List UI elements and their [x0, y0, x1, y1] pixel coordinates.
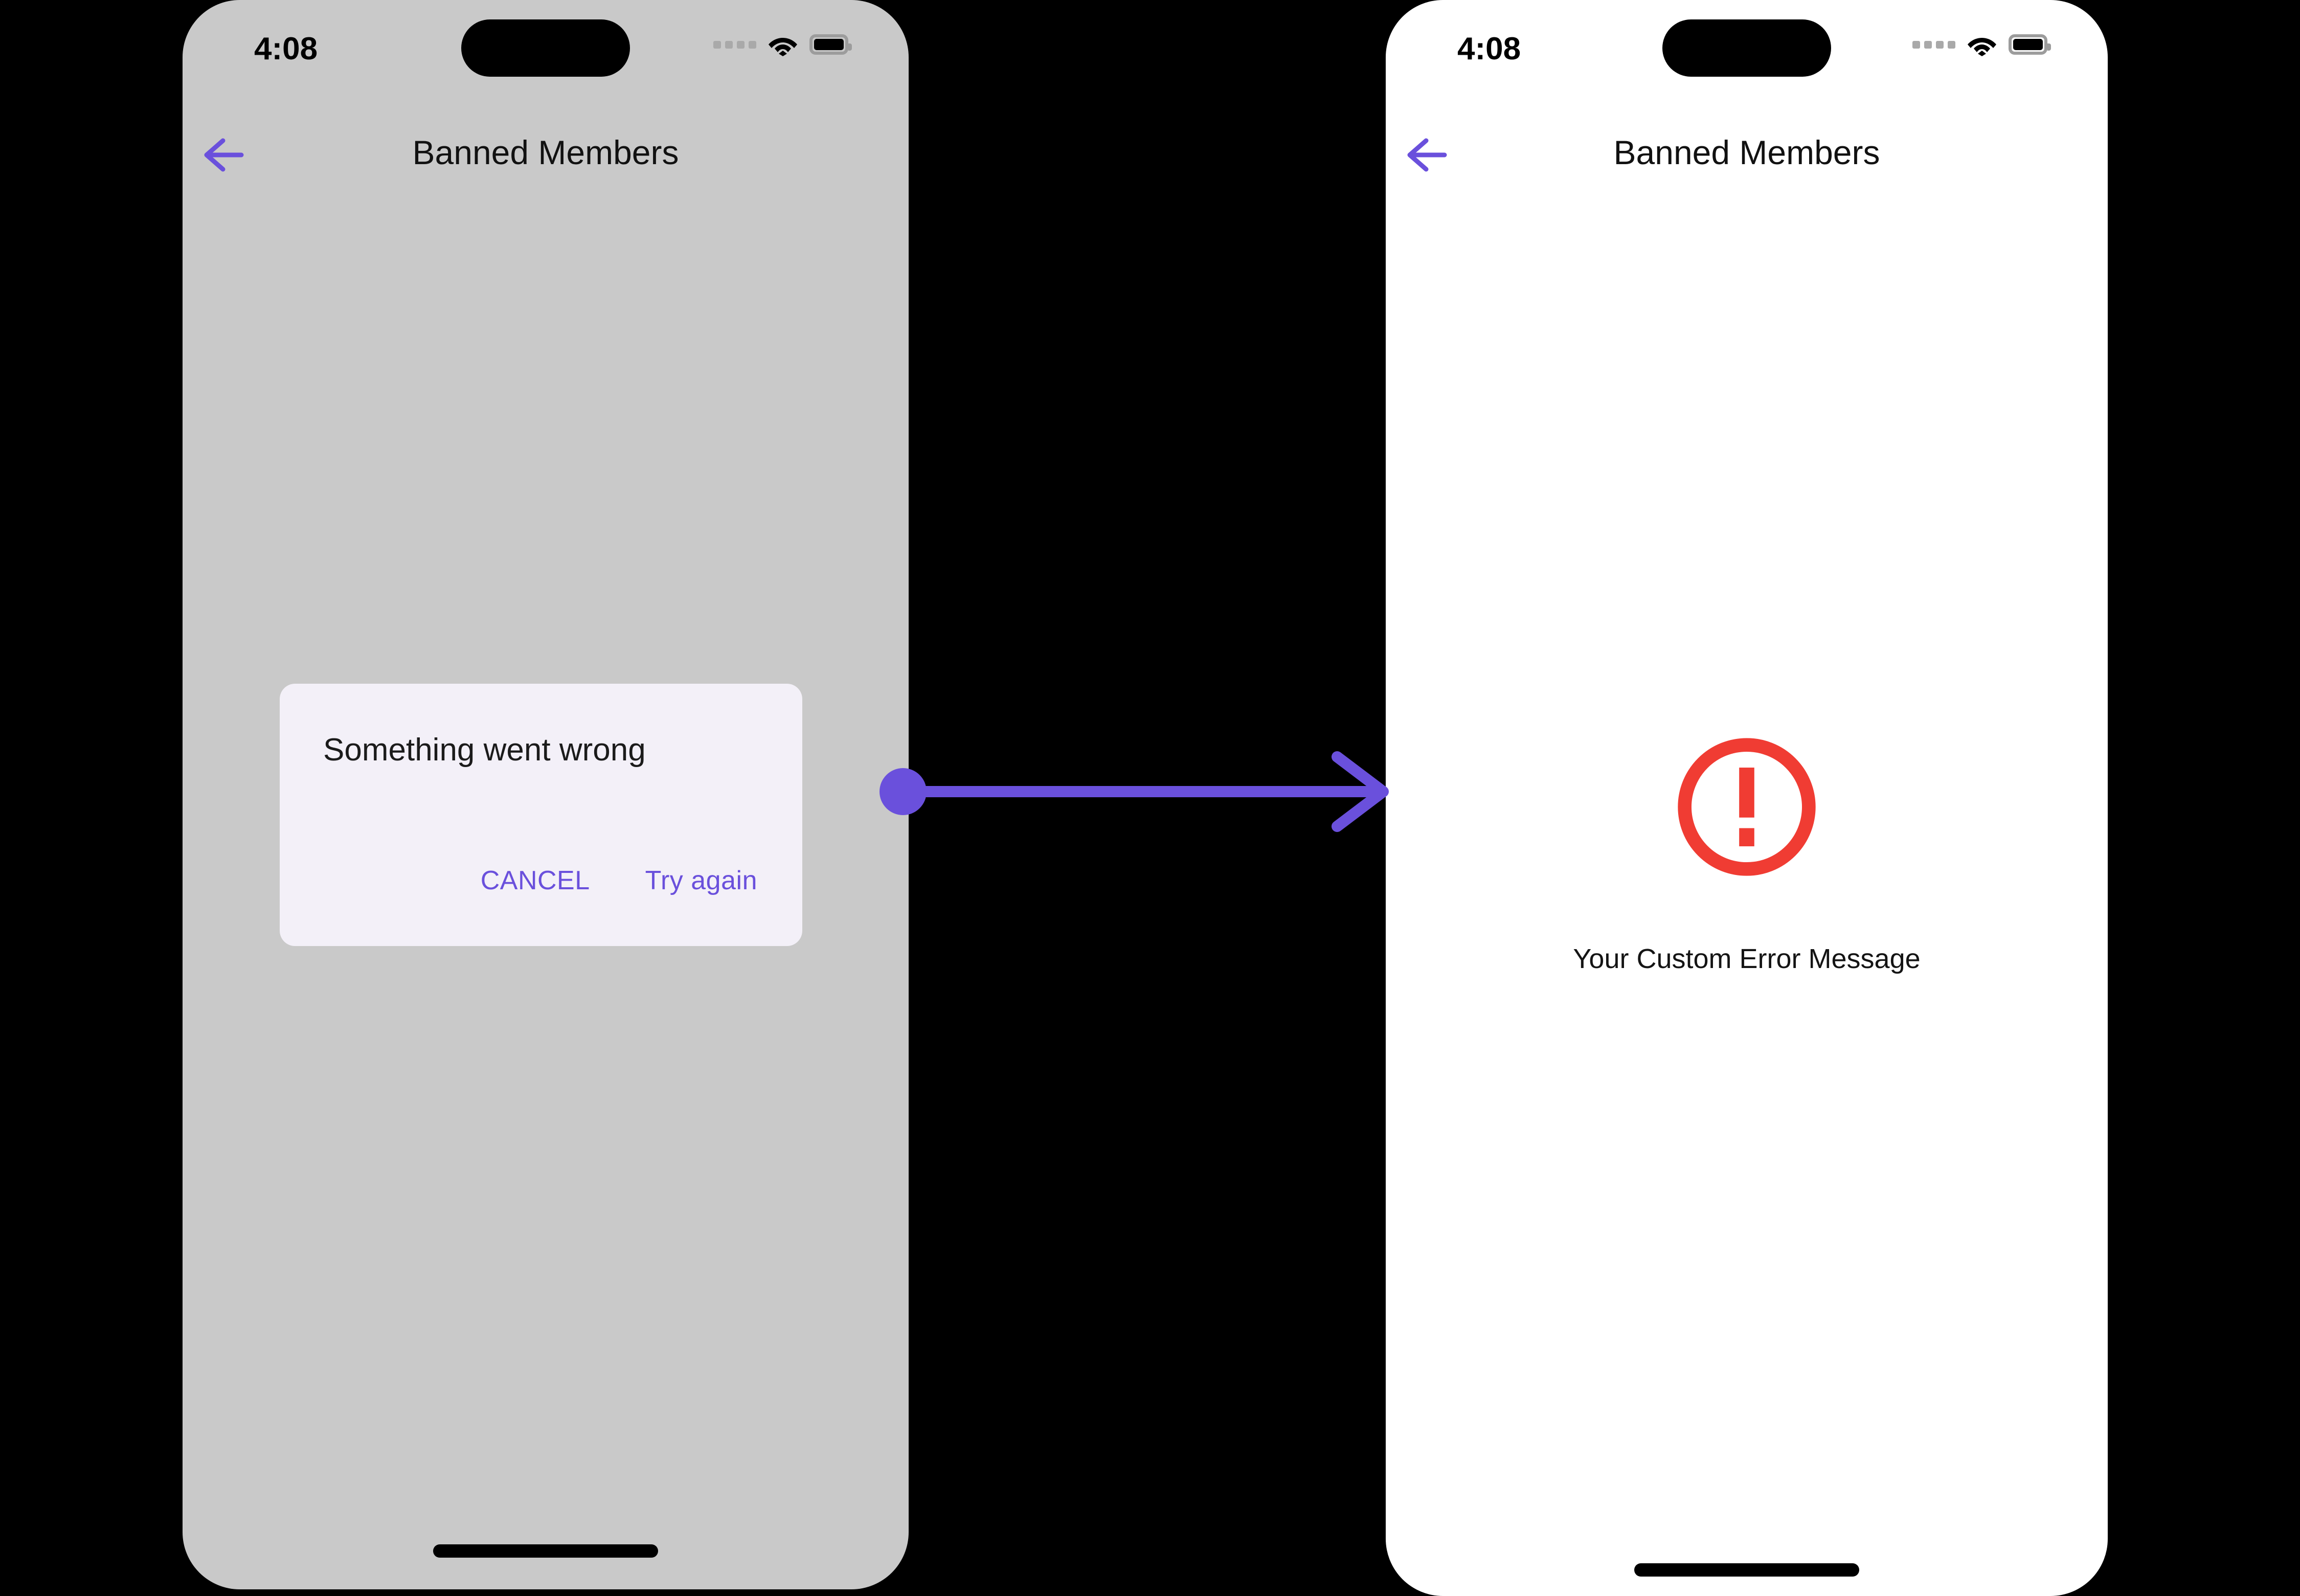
cellular-signal-icon	[713, 40, 756, 49]
dialog-title: Something went wrong	[323, 732, 646, 768]
back-arrow-icon[interactable]	[195, 127, 252, 183]
custom-error-state: Your Custom Error Message	[1386, 731, 2108, 975]
wifi-icon	[768, 33, 798, 56]
status-time: 4:08	[1457, 31, 1521, 66]
phone-screen-after: 4:08 Banned Members	[1386, 0, 2108, 1596]
chevron-arrowhead-icon	[1332, 751, 1389, 832]
phone-screen-before: 4:08 Banned Members Somethin	[183, 0, 909, 1589]
error-message: Your Custom Error Message	[1573, 943, 1921, 974]
dialog-actions: CANCEL Try again	[481, 865, 757, 896]
error-dialog: Something went wrong CANCEL Try again	[280, 684, 802, 946]
status-bar-after: 4:08	[1386, 0, 2108, 102]
appbar-after: Banned Members	[1386, 121, 2108, 197]
page-title: Banned Members	[412, 133, 679, 171]
home-indicator[interactable]	[1634, 1563, 1859, 1577]
try-again-button[interactable]: Try again	[645, 866, 757, 895]
back-arrow-icon[interactable]	[1399, 127, 1455, 183]
error-exclamation-circle-icon	[1671, 731, 1822, 883]
dynamic-island	[1662, 19, 1831, 77]
wifi-icon	[1967, 33, 1997, 56]
battery-icon	[2009, 34, 2051, 55]
dialog-scrim[interactable]: Something went wrong CANCEL Try again	[183, 0, 909, 1589]
flow-arrow	[880, 751, 1396, 833]
status-time: 4:08	[254, 31, 318, 66]
status-indicators	[713, 33, 852, 56]
battery-icon	[809, 34, 852, 55]
cancel-button[interactable]: CANCEL	[480, 866, 590, 895]
cellular-signal-icon	[1912, 40, 1955, 49]
page-title: Banned Members	[1613, 133, 1880, 171]
dynamic-island	[461, 19, 630, 77]
status-bar-before: 4:08	[183, 0, 909, 102]
status-indicators	[1912, 33, 2051, 56]
appbar-before: Banned Members	[183, 121, 909, 197]
home-indicator[interactable]	[433, 1544, 658, 1558]
